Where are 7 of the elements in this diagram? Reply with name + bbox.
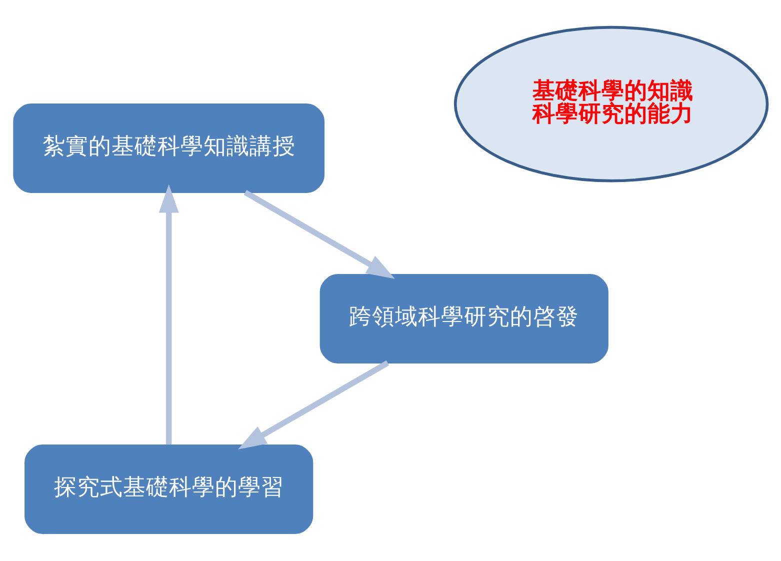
arrow [244,190,395,279]
node-ellipse: 基礎科學的知識 科學研究的能力 [454,26,769,182]
arrow [158,184,179,445]
node-box: 紮實的基礎科學知識講授 [13,104,324,194]
arrow [238,360,390,450]
node-box: 探究式基礎科學的學習 [24,444,314,534]
node-box: 跨領域科學研究的啓發 [320,274,608,364]
